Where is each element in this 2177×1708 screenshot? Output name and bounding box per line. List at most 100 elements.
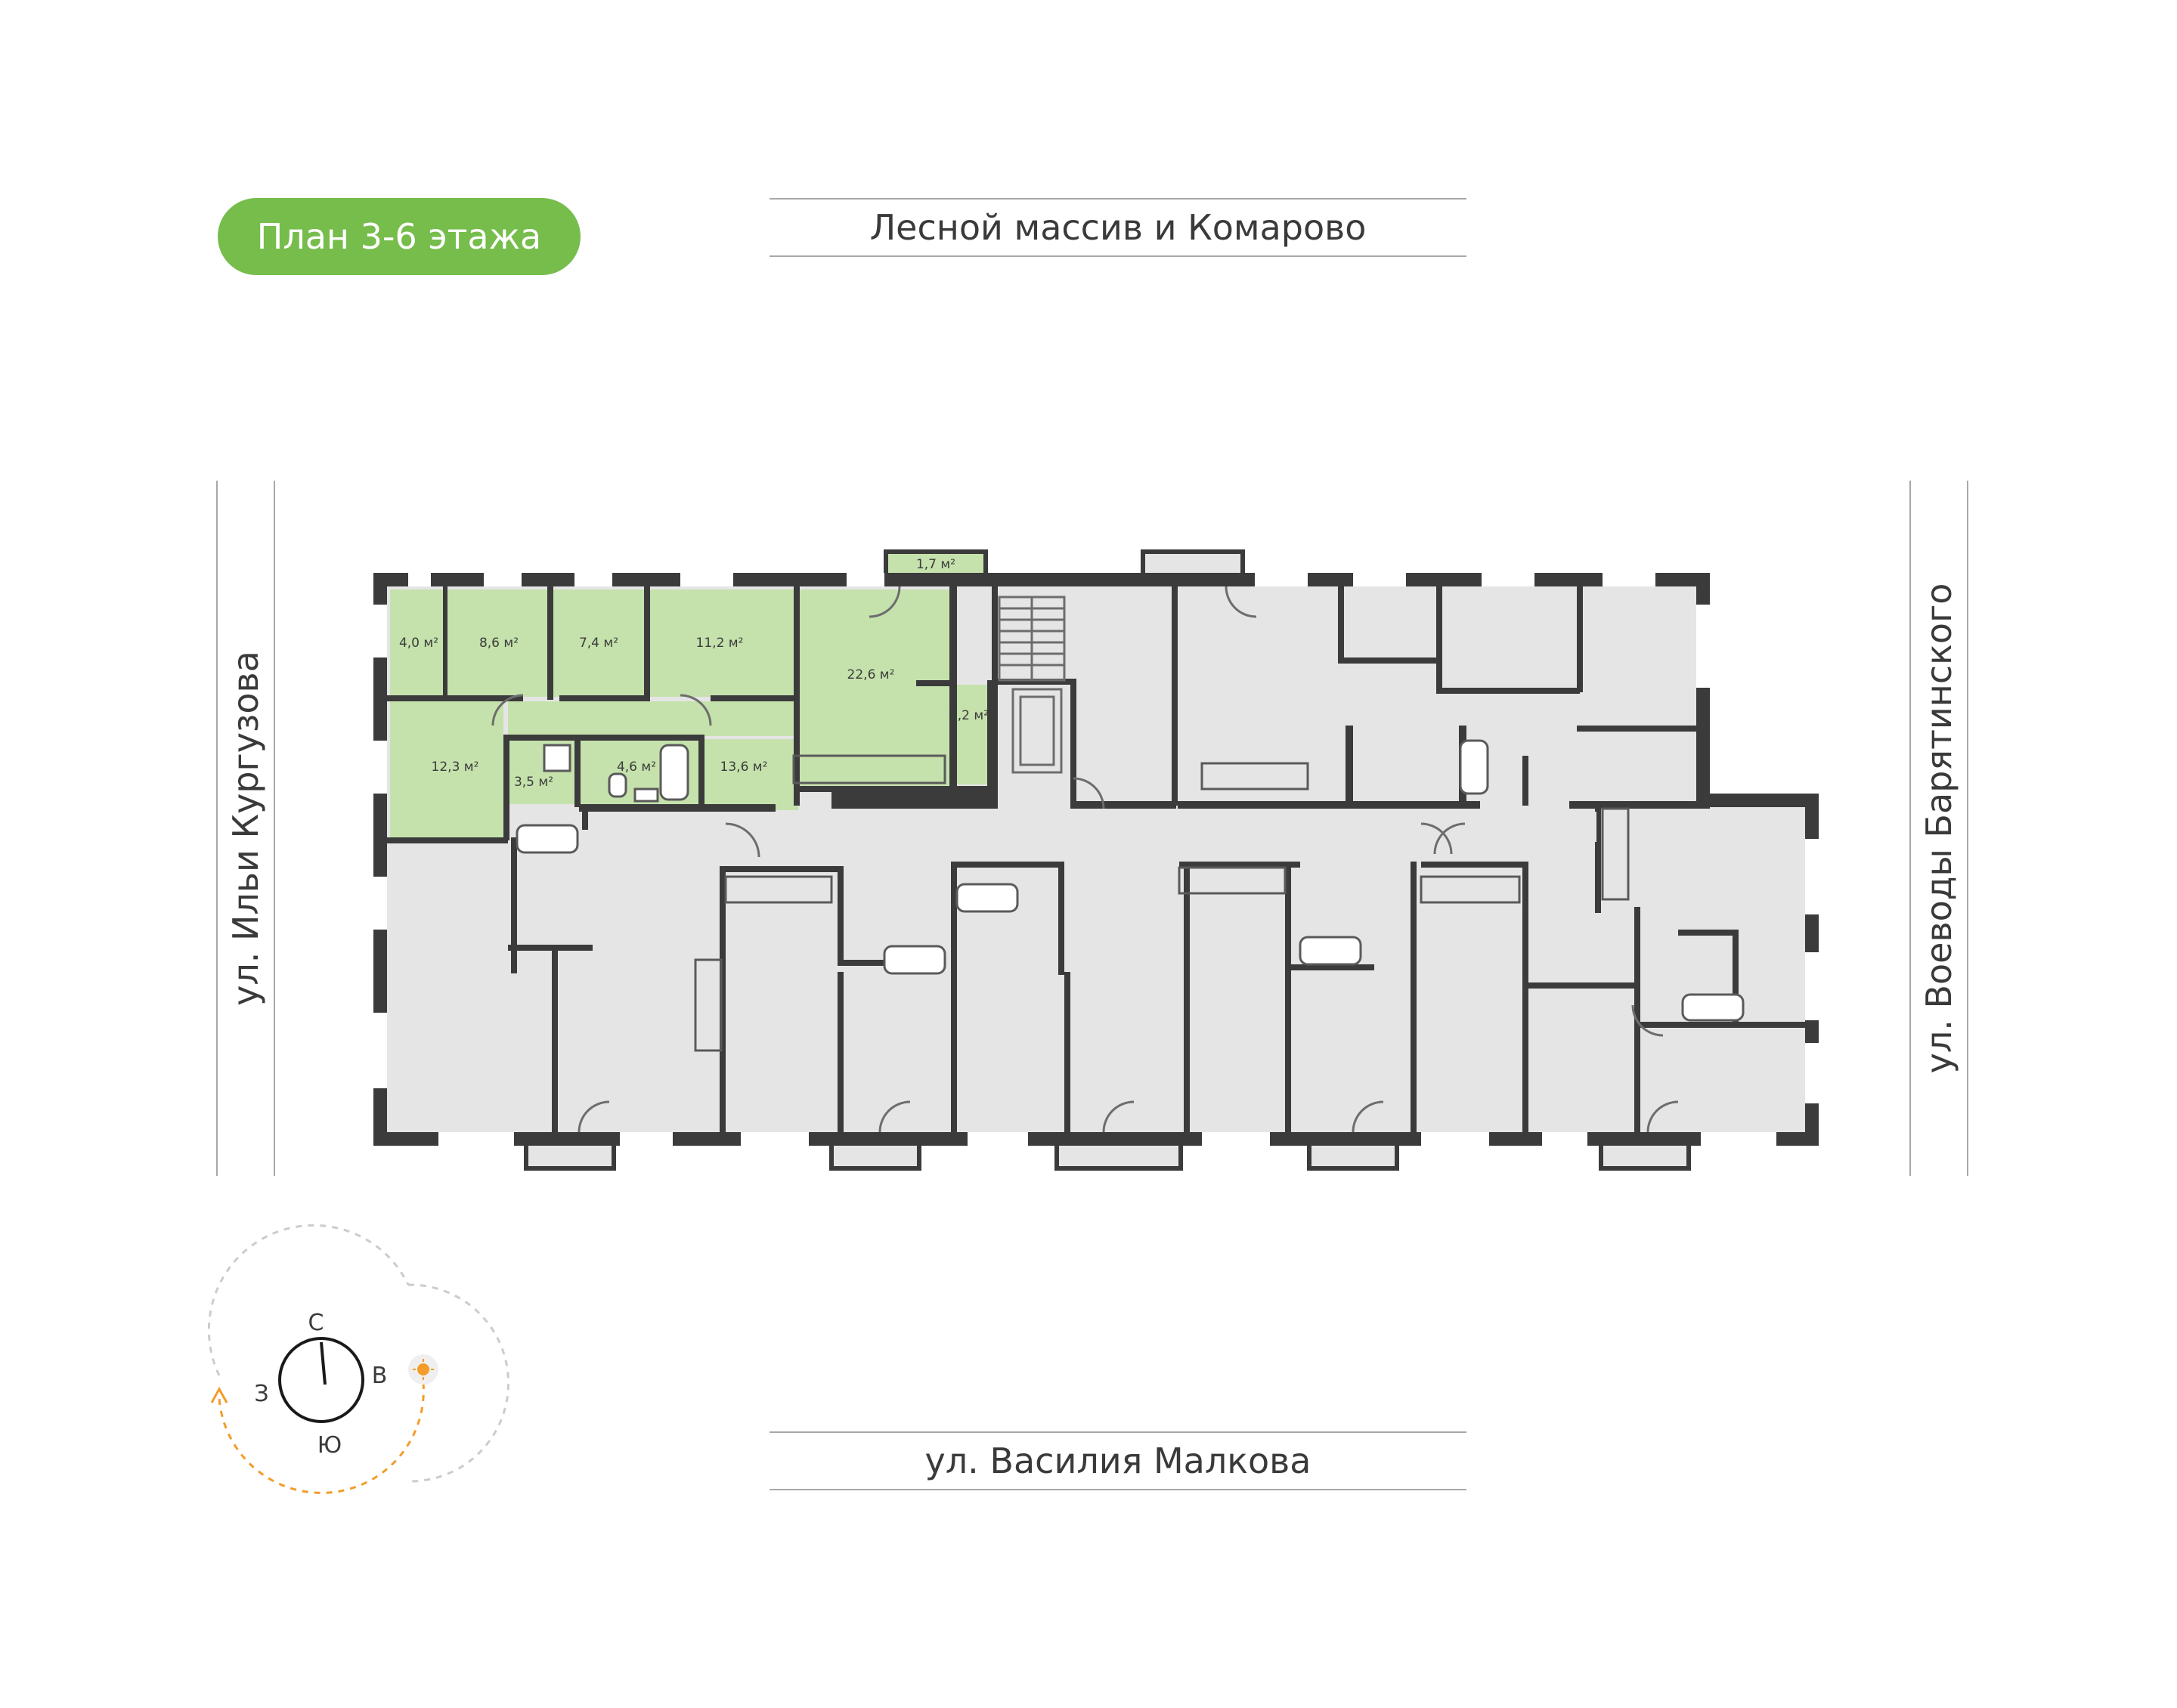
- window: [620, 1132, 673, 1146]
- wall: [1184, 862, 1190, 1137]
- door-swing: [1433, 822, 1466, 855]
- apt-room-hall-2: [703, 739, 798, 810]
- wall: [1640, 1022, 1807, 1028]
- bathtub-icon: [659, 744, 689, 801]
- balcony-bottom-4: [1307, 1140, 1399, 1171]
- street-label-left: ул. Ильи Кургузова: [216, 481, 275, 1176]
- wall: [1338, 586, 1344, 658]
- window: [408, 573, 431, 586]
- window: [1805, 1043, 1819, 1103]
- bathtub-icon: [1459, 739, 1489, 795]
- bathtub-icon: [1681, 993, 1745, 1022]
- wall: [644, 586, 650, 700]
- wall: [579, 804, 776, 812]
- street-label-top: Лесной массив и Комарово: [770, 198, 1466, 257]
- wall: [720, 866, 841, 872]
- area-label-bedroom-2: 7,4 м²: [579, 636, 618, 651]
- window: [847, 573, 884, 586]
- window: [1482, 573, 1534, 586]
- wall: [1285, 862, 1291, 1137]
- window: [373, 1013, 387, 1088]
- wall: [1346, 726, 1353, 801]
- area-label-bedroom-4: 12,3 м²: [432, 760, 479, 775]
- sun-arrow-icon: [210, 1386, 228, 1403]
- kitchen-counter: [1601, 807, 1630, 901]
- wall: [1070, 801, 1176, 809]
- wall: [838, 866, 844, 964]
- door-swing: [1646, 1100, 1679, 1133]
- wall: [698, 735, 705, 810]
- window: [1805, 952, 1819, 1020]
- window: [968, 1132, 1028, 1146]
- wall: [951, 862, 1064, 868]
- window: [1255, 573, 1308, 586]
- wall: [949, 586, 957, 806]
- area-label-storage: 3,2 м²: [949, 708, 989, 723]
- wall: [987, 680, 995, 809]
- door-swing: [578, 1100, 610, 1133]
- kitchen-counter: [1200, 762, 1309, 791]
- window: [1603, 573, 1655, 586]
- bathtub-icon: [883, 945, 946, 975]
- window: [1421, 1132, 1489, 1146]
- compass-dial: [278, 1337, 364, 1423]
- wall: [992, 586, 998, 806]
- wall: [1436, 688, 1580, 694]
- door-swing: [1102, 1100, 1135, 1133]
- wall: [831, 792, 998, 809]
- kitchen-counter: [694, 958, 723, 1052]
- wall: [1070, 679, 1076, 807]
- apt-room-bedroom-1: [447, 589, 547, 697]
- wall: [1595, 807, 1601, 913]
- sun-icon: [417, 1363, 429, 1375]
- sink-icon: [633, 787, 659, 803]
- bathtub-icon: [1299, 936, 1362, 966]
- apt-room-wardrobe: [390, 589, 443, 697]
- area-label-hall: 13,6 м²: [720, 760, 768, 775]
- window: [438, 1132, 514, 1146]
- wall: [1678, 930, 1733, 936]
- wall: [1058, 862, 1064, 975]
- wall: [503, 735, 509, 840]
- compass: С Ю В З: [207, 1224, 510, 1494]
- window: [373, 605, 387, 658]
- apt-room-bedroom-4: [390, 701, 503, 837]
- compass-south: Ю: [317, 1432, 342, 1459]
- wall: [574, 735, 581, 807]
- plan-title-badge: План 3-6 этажа: [218, 198, 581, 275]
- wall: [559, 695, 650, 701]
- area-label-bedroom-1: 8,6 м²: [479, 636, 519, 651]
- window: [373, 741, 387, 794]
- shower-icon: [543, 744, 571, 772]
- window: [1701, 1132, 1776, 1146]
- area-label-balcony: 1,7 м²: [916, 557, 955, 572]
- window: [1542, 1132, 1587, 1146]
- staircase: [998, 596, 1066, 774]
- kitchen-counter: [792, 754, 946, 784]
- sun-rays: [413, 1359, 434, 1380]
- elevator-car: [1019, 695, 1055, 766]
- wall: [916, 680, 955, 686]
- door-swing: [680, 694, 712, 726]
- window: [574, 573, 612, 586]
- elevator-shaft: [1011, 688, 1063, 774]
- balcony-bottom-3: [1054, 1140, 1183, 1171]
- apt-room-hall: [508, 701, 798, 736]
- bathtub-icon: [955, 883, 1019, 913]
- wall: [1411, 862, 1417, 1137]
- window: [680, 573, 733, 586]
- window: [1805, 839, 1819, 914]
- apt-room-bedroom-2: [552, 589, 644, 697]
- wall: [1522, 862, 1528, 1137]
- compass-east: В: [372, 1363, 388, 1389]
- door-swing: [1352, 1100, 1384, 1133]
- bathtub-icon: [516, 824, 579, 854]
- doors: [491, 586, 1679, 1133]
- compass-needle: [320, 1341, 327, 1385]
- window: [1202, 1132, 1270, 1146]
- wall: [1421, 862, 1527, 868]
- window: [484, 573, 522, 586]
- wall: [511, 837, 517, 973]
